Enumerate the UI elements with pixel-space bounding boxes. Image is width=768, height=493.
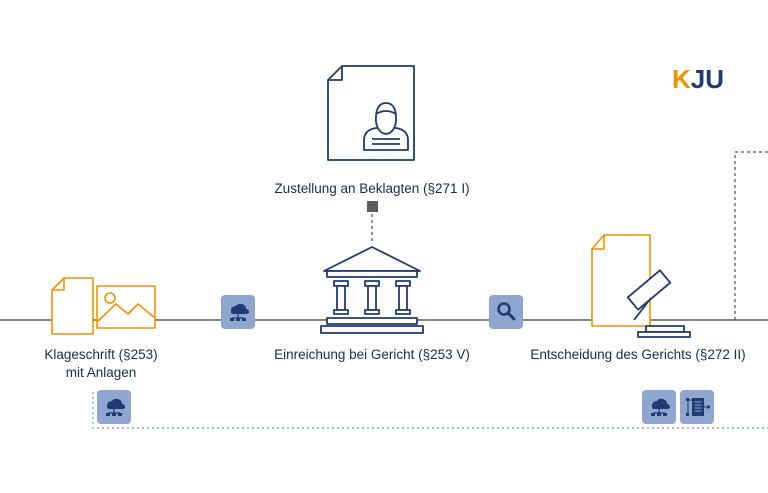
kju-logo: KJU bbox=[672, 64, 724, 95]
tag-search bbox=[489, 295, 523, 329]
step-label-klageschrift: Klageschrift (§253) mit Anlagen bbox=[10, 346, 192, 382]
step-label-line2: mit Anlagen bbox=[65, 365, 137, 380]
logo-ju: JU bbox=[690, 64, 725, 94]
step-label-line1: Klageschrift (§253) bbox=[44, 347, 158, 362]
tag-document-network bbox=[680, 390, 714, 424]
document-person-icon bbox=[327, 65, 415, 161]
tag-cloud-network-3 bbox=[642, 390, 676, 424]
dotted-bracket-bottom bbox=[92, 392, 768, 429]
dashed-bracket-right bbox=[734, 151, 768, 320]
document-image-icon bbox=[51, 277, 156, 335]
document-network-icon bbox=[686, 398, 710, 416]
service-label: Zustellung an Beklagten (§271 I) bbox=[274, 181, 470, 196]
cloud-network-icon bbox=[106, 398, 125, 416]
logo-k: K bbox=[672, 64, 691, 94]
cloud-network-icon bbox=[230, 303, 249, 321]
step-label-einreichung: Einreichung bei Gericht (§253 V) bbox=[274, 347, 470, 362]
step-label-entscheidung: Entscheidung des Gerichts (§272 II) bbox=[530, 347, 746, 362]
search-icon bbox=[497, 302, 516, 321]
cloud-network-icon bbox=[651, 398, 670, 416]
courthouse-icon bbox=[320, 246, 424, 334]
tag-cloud-network-1 bbox=[221, 295, 255, 329]
gavel-document-icon bbox=[591, 234, 691, 338]
connector-square bbox=[367, 201, 378, 212]
tag-cloud-network-2 bbox=[97, 390, 131, 424]
